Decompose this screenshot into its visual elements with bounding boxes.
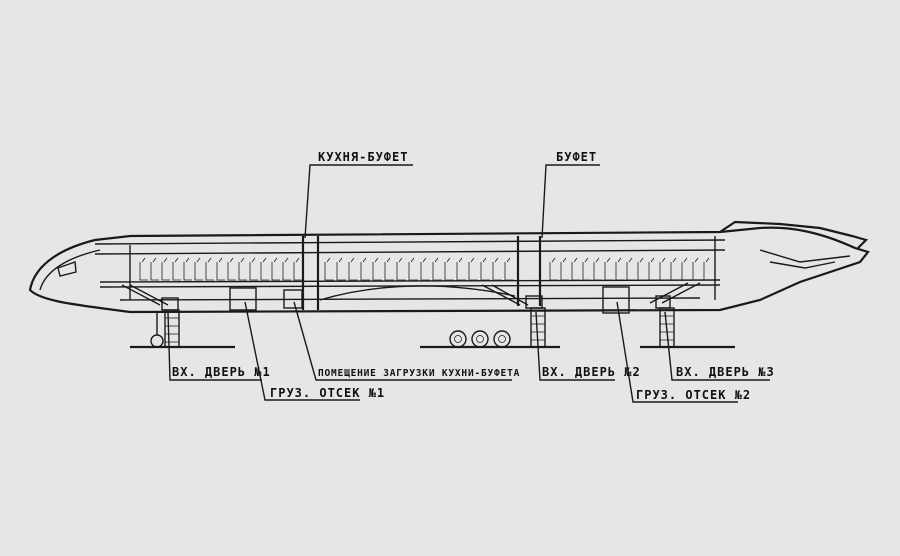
seat-icon [227,257,236,281]
seat-icon [194,257,203,281]
label-door-3: ВХ. ДВЕРЬ №3 [676,365,775,379]
label-kitchen-buffet: КУХНЯ-БУФЕТ [318,150,408,164]
seat-icon [626,257,635,281]
label-door-1: ВХ. ДВЕРЬ №1 [172,365,271,379]
seat-icon [150,257,159,281]
seat-icon [703,257,712,281]
seat-icon [396,257,406,281]
seat-icon [420,257,430,281]
seat-icon [456,257,466,281]
fuselage-outline [28,220,870,314]
main-gear-icon [449,330,511,348]
seat-icon [432,257,442,281]
label-door-2: ВХ. ДВЕРЬ №2 [542,365,641,379]
seat-icon [249,257,258,281]
seat-icon [271,257,280,281]
seat-icon [384,257,394,281]
seat-icon [183,257,192,281]
seat-icon [670,257,679,281]
cargo-hold-2 [602,286,630,314]
label-galley-loading: ПОМЕЩЕНИЕ ЗАГРУЗКИ КУХНИ-БУФЕТА [318,368,520,379]
seat-icon [571,257,580,281]
seat-icon [205,257,214,281]
seat-icon [324,257,334,281]
seat-icon [549,257,558,281]
seat-icon [582,257,591,281]
seat-icon [172,257,181,281]
seat-icon [659,257,668,281]
seat-icon [282,257,291,281]
cabin-structure [94,236,726,310]
door-3-stair [659,307,675,348]
seat-icon [161,257,170,281]
seat-icon [139,257,148,281]
nose-wheel-icon [150,334,164,348]
seat-icon [216,257,225,281]
seat-icon [480,257,490,281]
cargo-hold-1 [229,287,257,311]
seat-icon [681,257,690,281]
seat-icon [492,257,502,281]
seat-icon [372,257,382,281]
seat-icon [615,257,624,281]
seat-icon [336,257,346,281]
seat-icon [604,257,613,281]
seat-icon [408,257,418,281]
leader-lines [167,164,770,403]
seat-icon [648,257,657,281]
seat-icon [637,257,646,281]
seat-icon [260,257,269,281]
seat-icon [348,257,358,281]
seat-icon [692,257,701,281]
galley-loading-hatch [283,289,303,309]
seat-icon [238,257,247,281]
seat-icon [593,257,602,281]
seat-icon [444,257,454,281]
door-1-stair [164,309,180,348]
label-cargo-2: ГРУЗ. ОТСЕК №2 [636,388,751,402]
passenger-seats [139,257,712,281]
seat-icon [468,257,478,281]
seat-icon [504,257,514,281]
ground-equipment [130,307,735,349]
seat-icon [560,257,569,281]
seat-icon [360,257,370,281]
label-buffet: БУФЕТ [556,150,597,164]
label-cargo-1: ГРУЗ. ОТСЕК №1 [270,386,385,400]
seat-icon [293,257,302,281]
